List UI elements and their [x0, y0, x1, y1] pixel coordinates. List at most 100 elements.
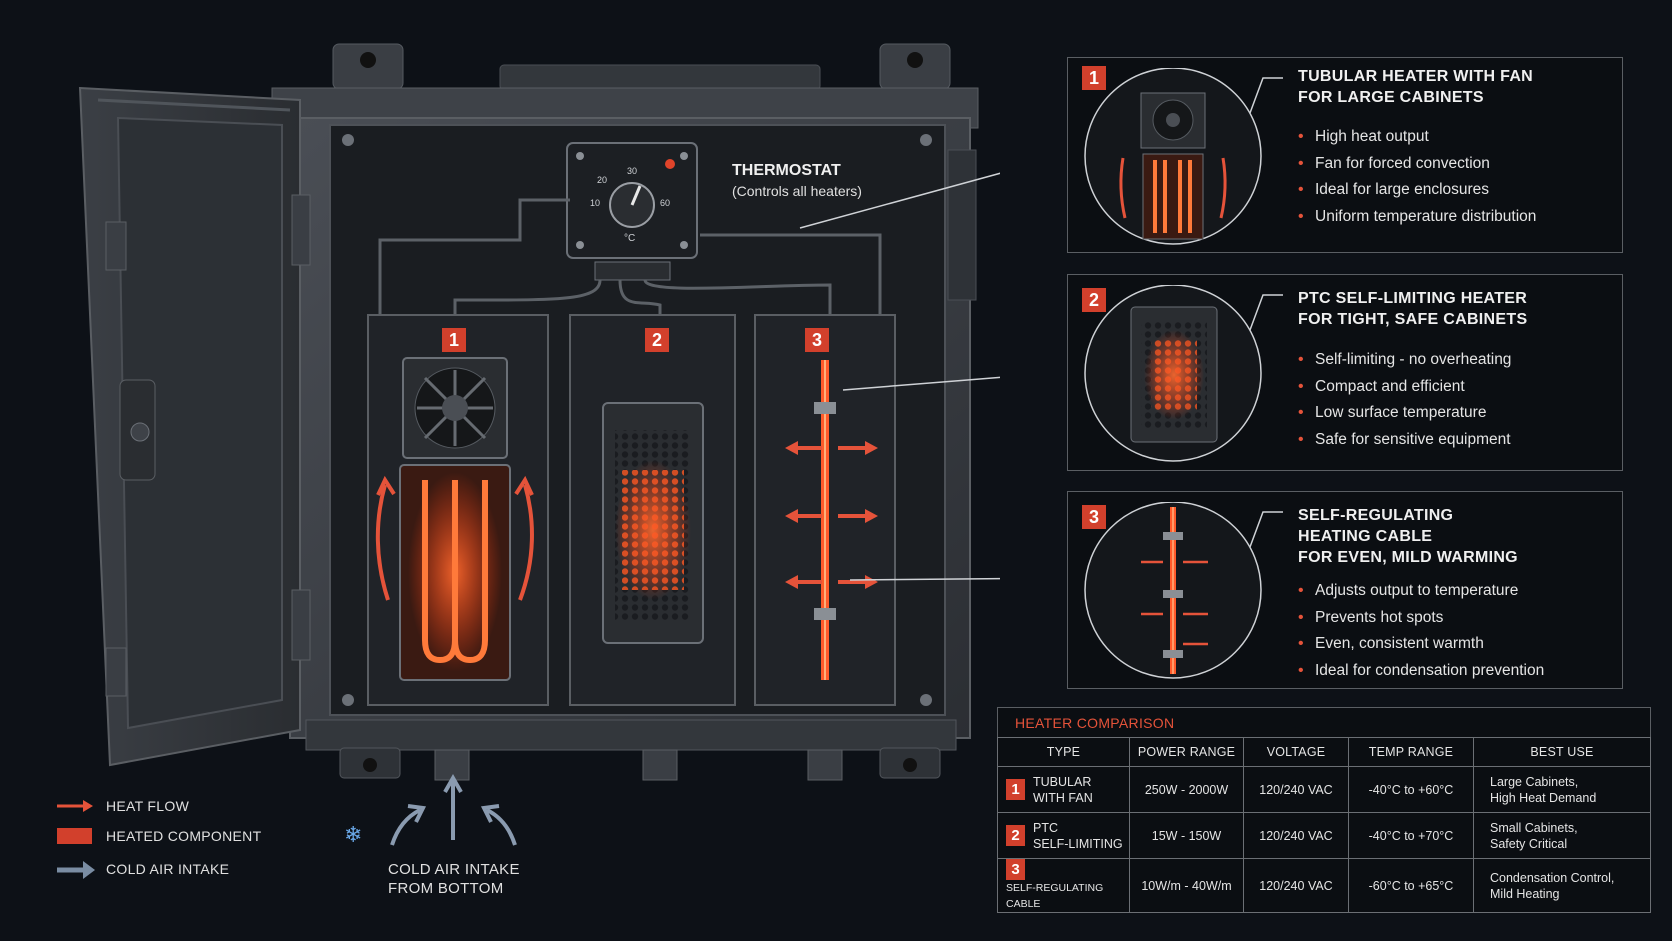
cabinet-bottom-rail — [305, 719, 957, 781]
bullet: Self-limiting - no overheating — [1298, 347, 1511, 374]
bullet: Ideal for large enclosures — [1298, 177, 1536, 204]
type-line: SELF-REGULATING — [1006, 882, 1104, 894]
type-line: TUBULAR — [1033, 774, 1092, 789]
temp-cell: -60°C to +65°C — [1348, 858, 1474, 913]
mounting-tab-right — [879, 43, 951, 90]
panel-1-title-line: TUBULAR HEATER WITH FAN — [1298, 68, 1534, 85]
bullet: Prevents hot spots — [1298, 605, 1544, 632]
panel-1-number: 1 — [1082, 66, 1106, 90]
power-cell: 250W - 2000W — [1129, 766, 1244, 813]
best-use-line: Small Cabinets, — [1490, 820, 1578, 835]
table-header-row: TYPE POWER RANGE VOLTAGE TEMP RANGE BEST… — [997, 737, 1651, 767]
callout-lines — [799, 172, 1000, 581]
door-hinge-bottom — [105, 647, 127, 697]
legend-label: HEAT FLOW — [106, 798, 190, 814]
best-use-cell: Condensation Control,Mild Heating — [1473, 858, 1651, 913]
thermostat-title: THERMOSTAT — [732, 162, 841, 179]
type-line: PTC — [1033, 820, 1058, 835]
column-header: VOLTAGE — [1243, 737, 1349, 767]
cabinet-door — [78, 86, 311, 767]
bullet: Adjusts output to temperature — [1298, 578, 1544, 605]
panel-3-leader — [1249, 511, 1283, 548]
dial-label: 60 — [660, 198, 670, 208]
column-header: BEST USE — [1473, 737, 1651, 767]
type-line: WITH FAN — [1033, 790, 1093, 805]
cold-air-arrow-icon — [57, 861, 95, 879]
bullet: Compact and efficient — [1298, 374, 1511, 401]
ptc-heater-zoom — [1084, 285, 1262, 462]
best-use-line: Condensation Control, — [1490, 870, 1615, 885]
compartment-3 — [754, 314, 896, 706]
bullet: Ideal for condensation prevention — [1298, 658, 1544, 685]
voltage-cell: 120/240 VAC — [1243, 766, 1349, 813]
voltage-cell: 120/240 VAC — [1243, 812, 1349, 859]
panel-1-leader — [1249, 77, 1283, 114]
panel-2-title: PTC SELF-LIMITING HEATER FOR TIGHT, SAFE… — [1298, 288, 1527, 330]
compartment-1-number: 1 — [442, 328, 466, 352]
column-header: TYPE — [997, 737, 1130, 767]
panel-1-title-line: FOR LARGE CABINETS — [1298, 89, 1484, 106]
compartment-1 — [367, 314, 549, 706]
legend: HEAT FLOW HEATED COMPONENT COLD AIR INTA… — [55, 796, 355, 896]
panel-3-title-line: FOR EVEN, MILD WARMING — [1298, 549, 1518, 566]
panel-heating-cable: 3 SELF-REGULATING HEATING CABLE FOR EVEN… — [1067, 491, 1623, 689]
power-cell: 10W/m - 40W/m — [1129, 858, 1244, 913]
row-number: 1 — [1006, 779, 1025, 800]
panel-3-title-line: HEATING CABLE — [1298, 528, 1433, 545]
dial-label: 10 — [590, 198, 600, 208]
panel-1-bullets: High heat output Fan for forced convecti… — [1298, 124, 1536, 230]
column-header: TEMP RANGE — [1348, 737, 1474, 767]
mounting-tab-left — [332, 43, 404, 90]
enclosure-illustration: 20 30 10 60 °C — [78, 43, 1000, 846]
panel-2-bullets: Self-limiting - no overheating Compact a… — [1298, 347, 1511, 453]
bullet: Uniform temperature distribution — [1298, 204, 1536, 231]
thermostat-subtitle: (Controls all heaters) — [732, 183, 862, 199]
compartment-2 — [569, 314, 736, 706]
cold-air-arrows — [390, 773, 517, 846]
bullet: Safe for sensitive equipment — [1298, 427, 1511, 454]
compartment-2-number: 2 — [645, 328, 669, 352]
interior-bolts — [342, 134, 932, 706]
dial-label: 20 — [597, 175, 607, 185]
panel-3-title-line: SELF-REGULATING — [1298, 507, 1454, 524]
door-hinge-top — [105, 221, 127, 271]
panel-2-title-line: PTC SELF-LIMITING HEATER — [1298, 290, 1528, 307]
bullet: Even, consistent warmth — [1298, 631, 1544, 658]
power-cell: 15W - 150W — [1129, 812, 1244, 859]
heater-comparison-panel: HEATER COMPARISON TYPE POWER RANGE VOLTA… — [997, 707, 1651, 913]
panel-2-title-line: FOR TIGHT, SAFE CABINETS — [1298, 311, 1528, 328]
row-number: 3 — [1006, 859, 1025, 880]
wiring — [378, 198, 882, 318]
temp-cell: -40°C to +60°C — [1348, 766, 1474, 813]
column-header: POWER RANGE — [1129, 737, 1244, 767]
voltage-cell: 120/240 VAC — [1243, 858, 1349, 913]
panel-2-number: 2 — [1082, 288, 1106, 312]
best-use-line: Safety Critical — [1490, 836, 1568, 851]
type-line: SELF-LIMITING — [1033, 836, 1123, 851]
best-use-line: Mild Heating — [1490, 886, 1560, 901]
best-use-cell: Small Cabinets,Safety Critical — [1473, 812, 1651, 859]
bullet: Low surface temperature — [1298, 400, 1511, 427]
best-use-cell: Large Cabinets,High Heat Demand — [1473, 766, 1651, 813]
temp-cell: -40°C to +70°C — [1348, 812, 1474, 859]
cold-air-line: FROM BOTTOM — [388, 880, 504, 897]
snowflake-icon: ❄ — [344, 822, 363, 847]
thermostat-unit — [566, 142, 698, 281]
panel-3-number: 3 — [1082, 505, 1106, 529]
heated-component-swatch-icon — [57, 828, 92, 844]
bullet: High heat output — [1298, 124, 1536, 151]
comparison-table: TYPE POWER RANGE VOLTAGE TEMP RANGE BEST… — [997, 737, 1651, 913]
comparison-title: HEATER COMPARISON — [1015, 715, 1175, 731]
row-number: 2 — [1006, 825, 1025, 846]
legend-label: HEATED COMPONENT — [106, 828, 262, 844]
panel-ptc-heater: 2 PTC SELF-LIMITING HEATER FOR TIGHT, SA… — [1067, 274, 1623, 471]
panel-1-title: TUBULAR HEATER WITH FAN FOR LARGE CABINE… — [1298, 66, 1533, 108]
thermostat-indicator-light — [665, 159, 675, 169]
